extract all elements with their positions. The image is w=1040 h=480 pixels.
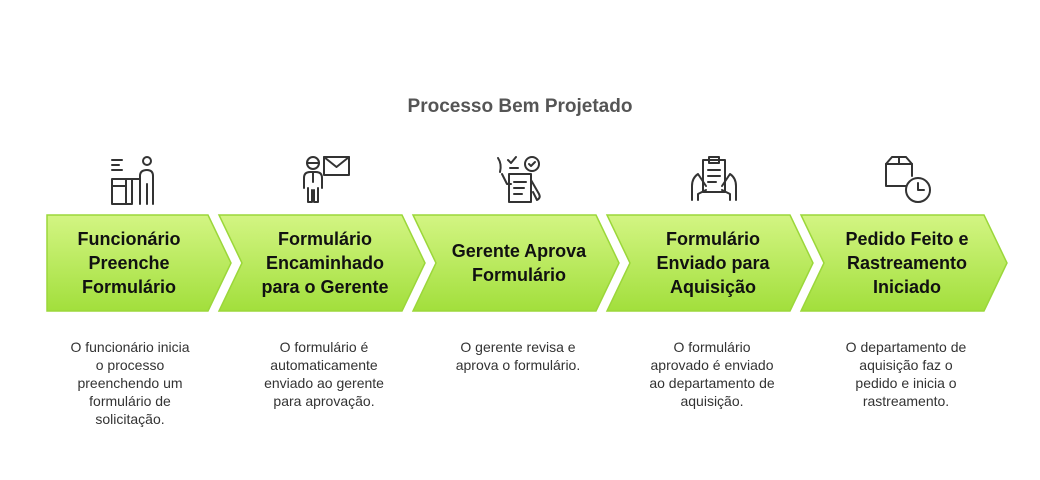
checklist-approval-icon (494, 154, 546, 206)
step-arrow-4 (605, 214, 814, 312)
step-arrow-3 (411, 214, 620, 312)
step-label-4: Formulário Enviado para Aquisição (656, 229, 770, 297)
step-label-3: Gerente Aprova Formulário (451, 241, 587, 285)
step-label-5: Pedido Feito e Rastreamento Iniciado (845, 229, 969, 297)
box-clock-icon (882, 154, 934, 206)
step-description-2: O formulário é automaticamente enviado a… (264, 339, 384, 409)
person-envelope-icon (300, 154, 352, 206)
employee-at-desk-icon (106, 154, 158, 206)
step-description-4: O formulário aprovado é enviado ao depar… (649, 339, 775, 409)
step-label-1: Funcionário Preenche Formulário (77, 229, 181, 297)
step-label-2: Formulário Encaminhado para o Gerente (261, 229, 389, 297)
step-description-3: O gerente revisa e aprova o formulário. (455, 339, 581, 373)
diagram-title: Processo Bem Projetado (407, 96, 633, 117)
step-arrow-1 (46, 214, 232, 312)
step-arrow-5 (799, 214, 1008, 312)
step-arrow-2 (217, 214, 426, 312)
hands-clipboard-icon (688, 154, 740, 206)
step-description-1: O funcionário inicia o processo preenche… (70, 339, 190, 427)
step-description-5: O departamento de aquisição faz o pedido… (845, 339, 967, 409)
